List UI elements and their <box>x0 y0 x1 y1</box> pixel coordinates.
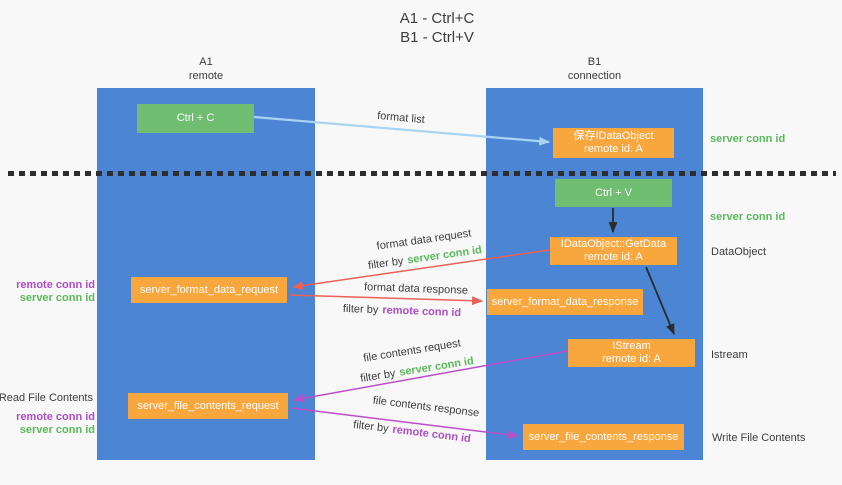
lifeline-header-a1: A1 remote <box>97 55 315 83</box>
node-istream-line1: IStream <box>612 340 651 352</box>
left-conn-id-stack-top: remote conn id server conn id <box>16 279 95 305</box>
lifeline-a1-name: A1 <box>199 56 213 68</box>
title-line-1: A1 - Ctrl+C <box>399 10 475 27</box>
phase-separator-dotted-line <box>8 171 836 176</box>
write-file-contents-annotation: Write File Contents <box>712 432 806 444</box>
diagram-title: A1 - Ctrl+C B1 - Ctrl+V <box>337 9 537 47</box>
lifeline-b1-role: connection <box>567 70 622 82</box>
server-conn-id-annotation: server conn id <box>19 424 95 436</box>
title-line-2: B1 - Ctrl+V <box>400 29 474 46</box>
node-save-dataobject-line1: 保存IDataObject <box>573 130 654 142</box>
node-istream: IStream remote id: A <box>568 339 695 367</box>
node-ctrl-c: Ctrl + C <box>137 104 254 133</box>
lifeline-b1-name: B1 <box>587 56 602 68</box>
remote-conn-id-annotation: remote conn id <box>16 279 95 291</box>
node-format-request-label: server_format_data_request <box>139 283 279 296</box>
node-file-request: server_file_contents_request <box>128 393 288 419</box>
node-ctrl-v-label: Ctrl + V <box>595 186 632 199</box>
node-ctrl-v: Ctrl + V <box>555 179 672 207</box>
node-ctrl-c-label: Ctrl + C <box>176 112 215 124</box>
node-getdata: IDataObject::GetData remote id: A <box>550 237 677 265</box>
remote-conn-id-annotation: remote conn id <box>16 411 95 423</box>
left-conn-id-stack-bottom: remote conn id server conn id <box>16 411 95 437</box>
node-format-request: server_format_data_request <box>131 277 287 303</box>
node-getdata-line1: IDataObject::GetData <box>560 238 667 250</box>
format-data-response-arrow <box>288 294 484 306</box>
dataobject-annotation: DataObject <box>711 246 767 258</box>
node-file-response-label: server_file_contents_response <box>528 430 679 443</box>
read-file-contents-annotation: Read File Contents <box>0 392 93 404</box>
node-format-response-label: server_format_data_response <box>491 295 639 308</box>
node-istream-line2: remote id: A <box>602 353 661 365</box>
node-getdata-line2: remote id: A <box>584 251 643 263</box>
format-list-arrow <box>253 115 551 146</box>
node-format-response: server_format_data_response <box>487 289 643 315</box>
file-contents-request-arrow <box>292 350 568 403</box>
lifeline-a1-role: remote <box>188 70 224 82</box>
filter-by-text: filter by <box>342 302 379 317</box>
file-contents-response-arrow <box>290 407 520 440</box>
getdata-to-istream-arrow <box>645 266 675 336</box>
node-file-response: server_file_contents_response <box>523 424 684 450</box>
node-save-dataobject: 保存IDataObject remote id: A <box>553 128 674 158</box>
server-conn-id-annotation-top: server conn id <box>710 133 786 145</box>
node-file-request-label: server_file_contents_request <box>137 399 279 412</box>
server-conn-id-annotation: server conn id <box>19 292 95 304</box>
server-conn-id-annotation-mid: server conn id <box>710 211 786 223</box>
lifeline-header-b1: B1 connection <box>486 55 703 83</box>
node-save-dataobject-line2: remote id: A <box>584 143 643 155</box>
istream-annotation: Istream <box>711 349 748 361</box>
format-data-request-arrow <box>291 249 550 290</box>
